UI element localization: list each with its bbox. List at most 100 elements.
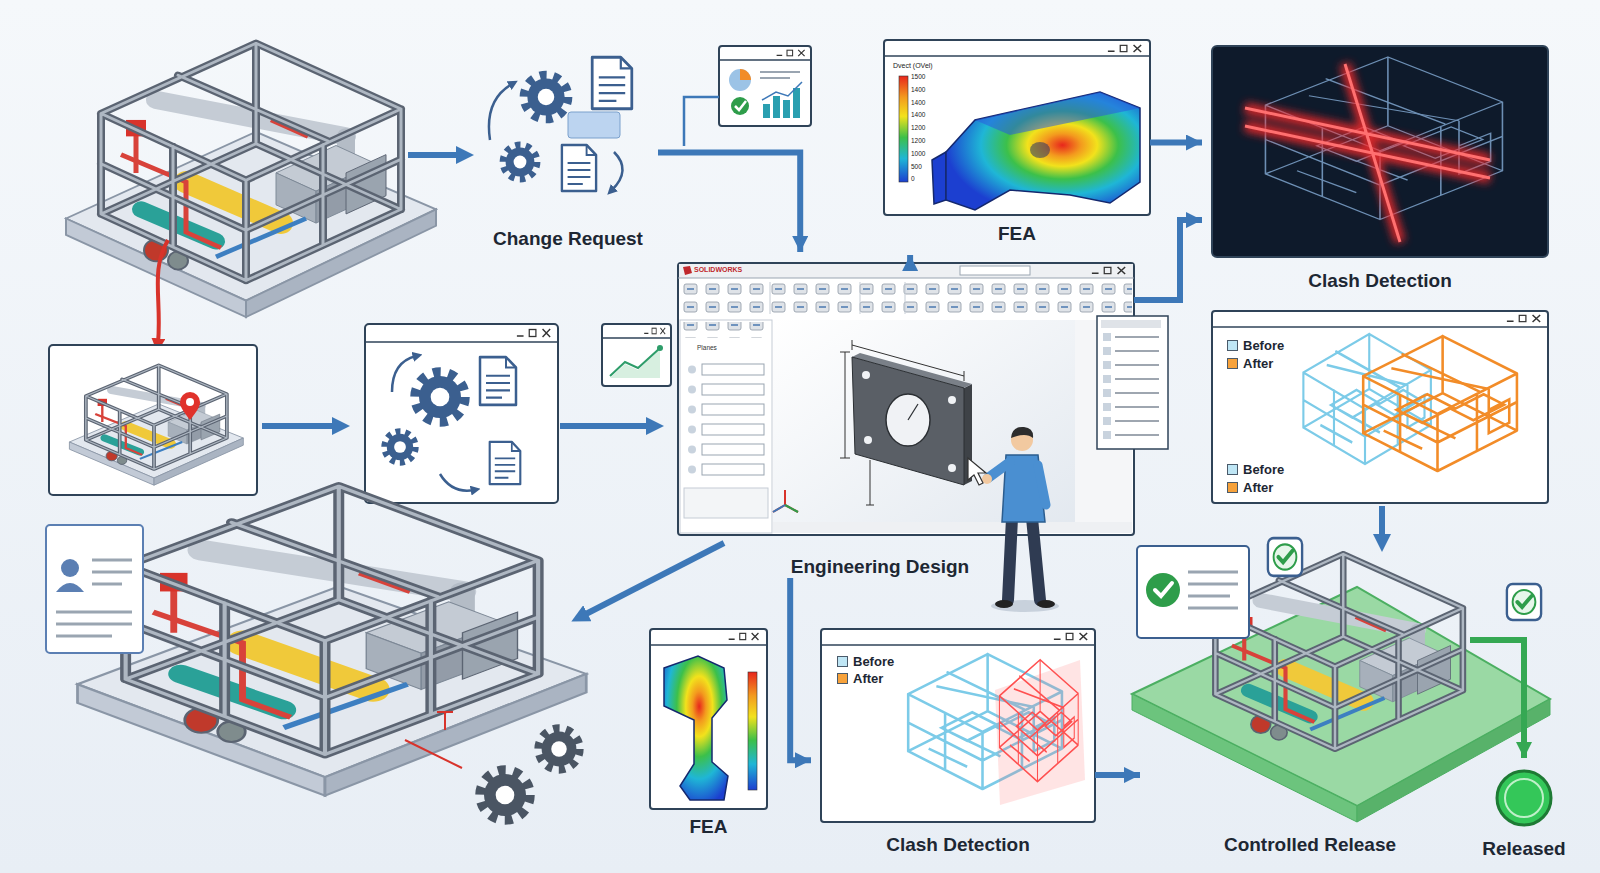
chart-window bbox=[610, 348, 660, 376]
report-window bbox=[684, 46, 811, 146]
clash-window bbox=[821, 629, 1095, 822]
report-window bbox=[763, 104, 770, 118]
colorbar-value: 1200 bbox=[911, 124, 925, 131]
release-platform bbox=[1507, 584, 1541, 620]
fea-window bbox=[748, 672, 757, 790]
cad-window bbox=[773, 490, 798, 512]
node-caption: Released bbox=[1482, 837, 1565, 860]
cad-window bbox=[866, 460, 874, 505]
flow-connector bbox=[1470, 640, 1524, 758]
clash-view bbox=[1245, 64, 1490, 242]
cad-window bbox=[852, 357, 964, 485]
issue-window bbox=[49, 345, 257, 495]
cad-window bbox=[773, 505, 785, 512]
legend-label: Before bbox=[1243, 462, 1284, 477]
report-window bbox=[684, 97, 719, 146]
legend-swatch bbox=[1227, 340, 1238, 351]
flow-arrow bbox=[582, 543, 724, 616]
cad-window bbox=[948, 464, 956, 472]
flow-arrow bbox=[262, 423, 338, 429]
change-request-icons bbox=[489, 57, 632, 191]
release-platform bbox=[1137, 546, 1249, 638]
process-window bbox=[365, 324, 558, 503]
release-platform bbox=[1268, 538, 1302, 576]
status-circle bbox=[1505, 779, 1543, 817]
cad-window bbox=[864, 436, 872, 444]
flow-connector bbox=[790, 578, 811, 760]
cad-window bbox=[960, 266, 1030, 275]
cad-window bbox=[1101, 330, 1165, 442]
engineer-figure bbox=[991, 600, 1059, 612]
fea-window bbox=[1030, 142, 1050, 158]
fea-window bbox=[1108, 45, 1141, 52]
released-status: Released bbox=[1474, 768, 1574, 860]
legend-label: After bbox=[1243, 356, 1273, 371]
engineer-figure bbox=[1008, 518, 1040, 600]
legend-item: After bbox=[1224, 356, 1276, 371]
node-caption: Engineering Design bbox=[791, 555, 969, 578]
report-window bbox=[719, 46, 811, 126]
report-window bbox=[735, 101, 746, 110]
fea-window bbox=[664, 656, 728, 800]
issue-window bbox=[180, 392, 200, 420]
change-request-icons bbox=[489, 84, 512, 140]
release-platform bbox=[1215, 554, 1463, 749]
node-caption: FEA bbox=[690, 815, 728, 838]
fea-window bbox=[932, 152, 946, 204]
report-window bbox=[773, 96, 780, 118]
colorbar-value: 0 bbox=[911, 175, 915, 182]
cad-window bbox=[678, 263, 1134, 535]
flow-arrow bbox=[560, 423, 652, 429]
before-after-window bbox=[1507, 315, 1540, 322]
change-request-icons bbox=[568, 112, 620, 138]
process-window bbox=[365, 324, 558, 503]
engineer-figure bbox=[1011, 427, 1033, 438]
colorbar-title: Dvect (OVel) bbox=[893, 62, 933, 70]
node-caption: FEA bbox=[998, 222, 1036, 245]
chart-window bbox=[610, 348, 660, 378]
legend-item: Before bbox=[1224, 462, 1287, 477]
cad-window bbox=[678, 278, 1134, 279]
flow-connector bbox=[907, 255, 913, 262]
before-after-window bbox=[1363, 336, 1517, 471]
chart-window bbox=[657, 345, 663, 351]
controlled-release-panel: Controlled Release bbox=[1150, 600, 1470, 856]
cad-window bbox=[948, 396, 956, 404]
chart-window bbox=[602, 324, 671, 386]
cad-window bbox=[684, 488, 768, 518]
clash-window bbox=[1054, 633, 1087, 640]
report-window bbox=[777, 50, 805, 56]
updated-machine bbox=[61, 559, 79, 577]
cad-window bbox=[886, 394, 930, 446]
fea-window bbox=[650, 629, 767, 809]
report-window bbox=[731, 97, 749, 115]
issue-window bbox=[49, 345, 257, 495]
node-caption: Controlled Release bbox=[1224, 833, 1396, 856]
source-machine bbox=[66, 43, 436, 317]
process-window bbox=[440, 474, 474, 491]
flow-connector bbox=[1095, 772, 1140, 778]
release-platform bbox=[1132, 538, 1550, 822]
cad-window bbox=[1101, 320, 1161, 328]
software-logo: SOLIDWORKS bbox=[694, 266, 742, 274]
report-window bbox=[729, 69, 751, 91]
clash-view bbox=[1212, 46, 1548, 257]
change-request-icons bbox=[612, 152, 623, 190]
clash-window bbox=[999, 660, 1078, 782]
clash-window bbox=[995, 660, 1085, 805]
node-caption: Change Request bbox=[493, 227, 643, 250]
updated-machine bbox=[481, 771, 530, 820]
cad-window bbox=[678, 263, 1168, 535]
cad-window bbox=[785, 505, 798, 512]
updated-machine bbox=[56, 583, 84, 592]
colorbar-value: 1200 bbox=[911, 137, 925, 144]
fea-panel: FEA bbox=[650, 628, 767, 838]
report-window bbox=[740, 69, 751, 80]
node-caption: Clash Detection bbox=[1308, 269, 1452, 292]
flow-connector bbox=[1134, 220, 1202, 300]
legend-swatch bbox=[1227, 358, 1238, 369]
process-window bbox=[385, 432, 416, 463]
fea-window bbox=[946, 92, 1140, 210]
fea-window bbox=[729, 633, 759, 640]
